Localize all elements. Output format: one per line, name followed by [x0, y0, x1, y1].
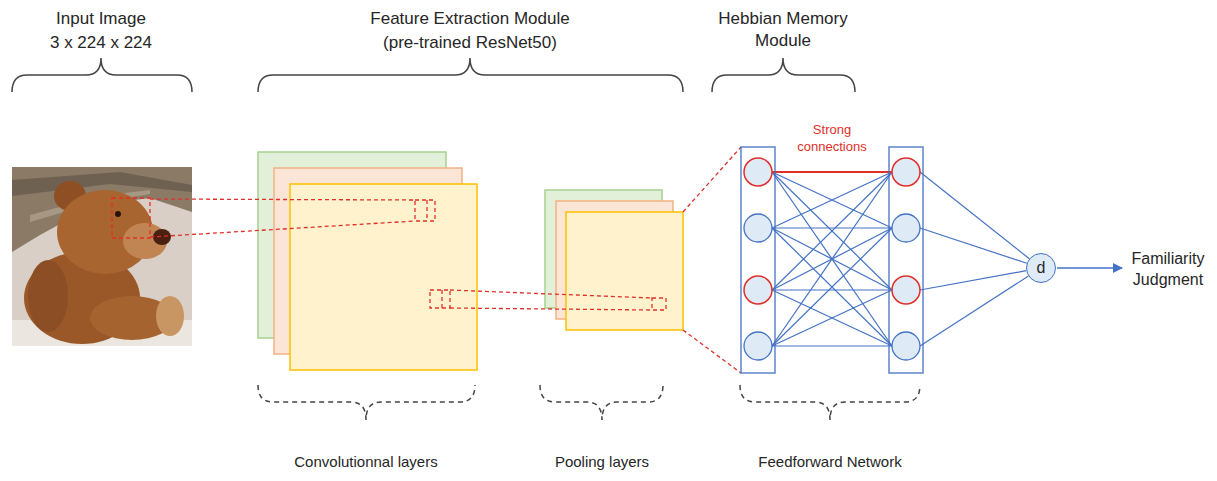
brace [712, 58, 855, 92]
synapse [772, 290, 892, 346]
bottom-braces [258, 385, 920, 420]
receptive-field [112, 198, 150, 238]
label-text: Strong connections [786, 122, 878, 156]
conv-layers [258, 152, 477, 370]
layer-box [741, 147, 775, 373]
teddy-bear-photo [12, 167, 192, 346]
leader-line [150, 199, 415, 200]
leader-line [683, 147, 741, 212]
leader-line [683, 330, 741, 373]
synapse [772, 172, 892, 346]
synapse [772, 172, 892, 228]
receptive-field [415, 200, 435, 221]
network-connections [772, 172, 1029, 346]
dashed-brace [540, 385, 663, 420]
synapse [772, 172, 892, 346]
receptive-field [426, 200, 427, 221]
synapse [772, 290, 892, 346]
synapse [772, 227, 892, 228]
neuron [892, 332, 920, 360]
output-arrow [1057, 267, 1122, 269]
receptive-field [441, 290, 442, 308]
neuron [892, 214, 920, 242]
output-synapse [920, 228, 1027, 263]
photo-background [12, 167, 192, 346]
label-text: Pooling layers [555, 452, 649, 472]
synapse [772, 345, 892, 346]
synapse [772, 172, 892, 228]
synapse [772, 228, 892, 346]
output-neuron: d [1026, 253, 1056, 283]
dashed-brace [258, 385, 475, 420]
top-braces [12, 58, 855, 92]
leader-line [150, 221, 415, 237]
brace [258, 58, 683, 92]
label-text: Hebbian Memory Module [713, 8, 853, 52]
leader-line [450, 290, 652, 298]
bear-eye [115, 211, 121, 217]
bear-nose [153, 229, 171, 245]
neuron [892, 158, 920, 186]
label-text: 3 x 224 x 224 [50, 32, 152, 54]
neuron [892, 276, 920, 304]
label-text: Feature Extraction Module [370, 8, 569, 30]
bear-arm [28, 260, 68, 332]
leader-line [450, 308, 652, 310]
receptive-fields [112, 147, 741, 373]
receptive-field [430, 290, 450, 308]
synapse [772, 172, 892, 290]
bear-foot [156, 296, 184, 336]
neuron [744, 158, 772, 186]
neuron [744, 276, 772, 304]
synapse [772, 172, 892, 290]
label-text: (pre-trained ResNet50) [383, 32, 557, 54]
pool-layer [566, 212, 683, 330]
dashed-brace [740, 385, 920, 420]
node-text: d [1037, 259, 1046, 277]
output-synapse [920, 276, 1028, 346]
brace [12, 58, 192, 92]
layer-box [889, 147, 923, 373]
neuron [744, 214, 772, 242]
receptive-field [652, 298, 666, 310]
label-text: Feedforward Network [758, 452, 901, 472]
synapse [772, 289, 892, 290]
synapse [772, 228, 892, 346]
conv-layer [290, 184, 477, 370]
label-text: Convolutionnal layers [294, 452, 437, 472]
label-text: Familiarity Judgment [1126, 249, 1210, 291]
strong-synapse [772, 171, 892, 173]
network-layers [741, 147, 923, 373]
neuron [744, 332, 772, 360]
label-text: Input Image [56, 8, 146, 30]
